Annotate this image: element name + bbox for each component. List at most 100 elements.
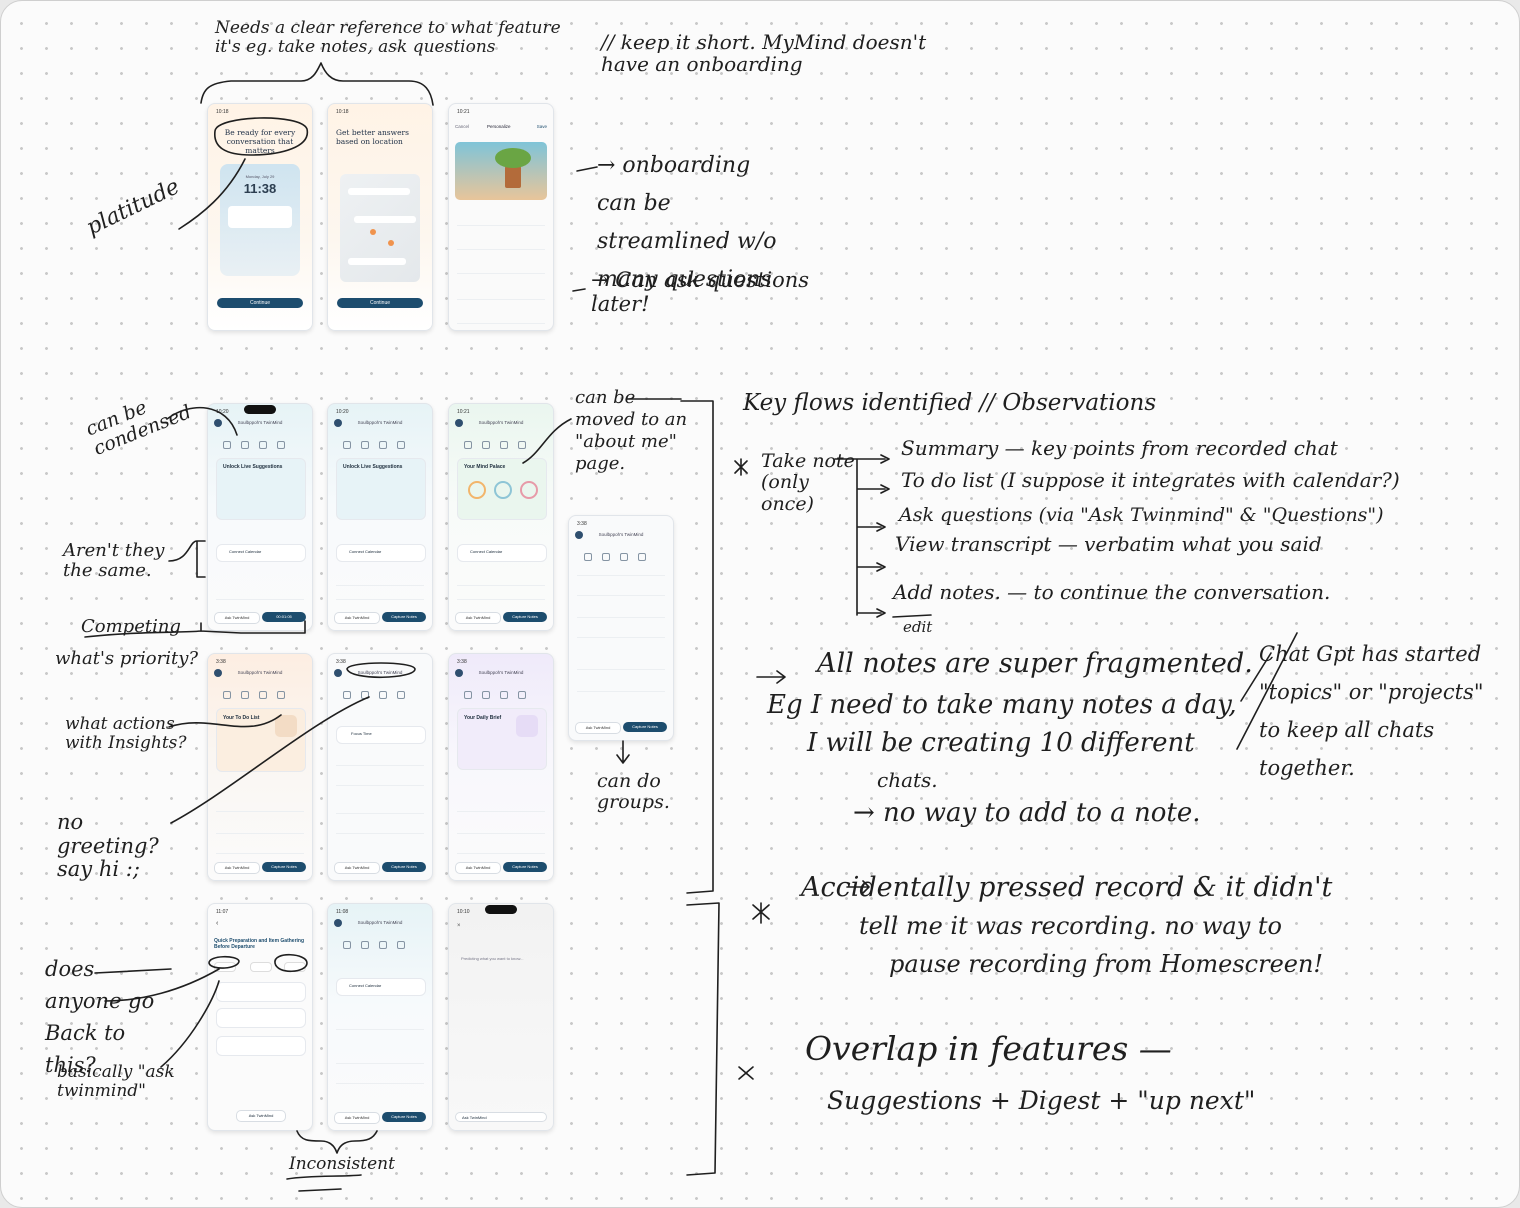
competing-underline — [84, 620, 306, 638]
ask-button[interactable]: Ask TwinMind — [334, 612, 380, 624]
inconsistent-brace — [296, 1130, 378, 1154]
capture-button[interactable]: Capture Notes — [382, 862, 426, 872]
list-item[interactable] — [216, 824, 304, 834]
star-3 — [738, 1066, 754, 1080]
form-field[interactable] — [457, 216, 545, 226]
list-item[interactable] — [457, 576, 545, 586]
card-title: Unlock Live Suggestions — [343, 464, 403, 470]
bottom-actions: Ask TwinMind Capture Notes — [455, 612, 547, 624]
capture-button[interactable]: Capture Notes — [623, 722, 667, 732]
list-item[interactable] — [336, 824, 424, 834]
list-item[interactable] — [336, 804, 424, 814]
card-title: Unlock Live Suggestions — [223, 464, 283, 470]
list-item[interactable] — [577, 608, 665, 618]
note-greeting: no greeting? say hi :; — [57, 810, 159, 882]
form-field[interactable] — [457, 240, 545, 250]
list-item[interactable] — [336, 776, 424, 786]
status-time: 10:10 — [457, 909, 470, 915]
continue-button[interactable]: Continue — [217, 298, 303, 308]
avatar[interactable] — [214, 419, 222, 427]
mock-date: Monday, July 29 — [245, 174, 275, 179]
form-field[interactable] — [457, 290, 545, 300]
list-item[interactable] — [216, 590, 304, 600]
lower-bracket — [686, 902, 720, 1176]
list-item[interactable] — [457, 844, 545, 854]
ask-button[interactable]: Ask TwinMind — [236, 1110, 286, 1122]
avatar[interactable] — [575, 531, 583, 539]
status-time: 10:21 — [457, 109, 470, 115]
feature-tabs[interactable] — [218, 686, 302, 699]
list-item[interactable] — [577, 682, 665, 692]
save-link[interactable]: Save — [536, 124, 547, 129]
next-card[interactable]: Connect Calendar — [216, 544, 306, 562]
key-flow-bracket — [680, 400, 714, 894]
capture-button[interactable]: Capture Notes — [503, 862, 547, 872]
list-item[interactable] — [336, 1074, 424, 1084]
flow-ask: Ask questions (via "Ask Twinmind" & "Que… — [899, 504, 1384, 526]
dynamic-island — [485, 905, 517, 914]
onboarding-screen-3: 10:21 Cancel Personalize Save — [448, 103, 554, 331]
todo-screen: 3:38 Soulbppoh's TwinMind Your To Do Lis… — [207, 653, 313, 881]
ask-button[interactable]: Ask TwinMind — [455, 612, 501, 624]
list-item[interactable] — [336, 576, 424, 586]
list-item[interactable] — [577, 660, 665, 670]
ask-button[interactable]: Ask TwinMind — [455, 862, 501, 874]
list-item[interactable] — [336, 1020, 424, 1030]
capture-button[interactable]: Capture Notes — [382, 1112, 426, 1122]
next-card[interactable]: Connect Calendar — [336, 544, 426, 562]
capture-button[interactable]: Capture Notes — [382, 612, 426, 622]
list-item[interactable] — [336, 590, 424, 600]
list-item[interactable] — [457, 824, 545, 834]
recording-button[interactable]: 00:01:05 — [262, 612, 306, 622]
next-card[interactable]: Connect Calendar — [336, 978, 426, 996]
list-item[interactable] — [336, 1054, 424, 1064]
cancel-link[interactable]: Cancel — [455, 124, 470, 129]
ask-button[interactable]: Ask TwinMind — [334, 1112, 380, 1124]
capture-button[interactable]: Capture Notes — [262, 862, 306, 872]
next-card[interactable]: Connect Calendar — [457, 544, 547, 562]
list-item[interactable] — [577, 628, 665, 638]
avatar[interactable] — [455, 669, 463, 677]
continue-button[interactable]: Continue — [337, 298, 423, 308]
ask-button[interactable]: Ask TwinMind — [575, 722, 621, 734]
list-item[interactable] — [216, 844, 304, 854]
ask-button[interactable]: Ask TwinMind — [214, 612, 260, 624]
form-field[interactable] — [457, 264, 545, 274]
detail-card[interactable] — [216, 1008, 306, 1028]
avatar[interactable] — [214, 669, 222, 677]
capture-button[interactable]: Capture Notes — [503, 612, 547, 622]
card-title: Your Daily Brief — [464, 715, 502, 721]
plant-illustration — [455, 142, 547, 200]
ask-button[interactable]: Ask TwinMind — [214, 862, 260, 874]
anyone-oval-2 — [274, 953, 308, 973]
avatar[interactable] — [455, 419, 463, 427]
ask-button[interactable]: Ask TwinMind — [334, 862, 380, 874]
feature-tabs[interactable] — [579, 548, 663, 561]
list-item[interactable] — [577, 566, 665, 576]
detail-card[interactable] — [216, 1036, 306, 1056]
list-item[interactable] — [577, 586, 665, 596]
flow-transcript: View transcript — verbatim what you said — [895, 532, 1322, 556]
flow-arrowheads — [876, 454, 890, 618]
feature-tabs[interactable] — [338, 436, 422, 449]
back-icon[interactable]: ‹ — [216, 920, 219, 927]
avatar[interactable] — [334, 919, 342, 927]
form-field[interactable] — [457, 314, 545, 324]
focus-card[interactable]: Focus Time — [336, 726, 426, 744]
obs-eg-2: I will be creating 10 different — [807, 728, 1195, 758]
feature-tabs[interactable] — [218, 436, 302, 449]
detail-card[interactable] — [216, 982, 306, 1002]
avatar[interactable] — [334, 419, 342, 427]
feature-tabs[interactable] — [459, 436, 543, 449]
status-time: 3:38 — [457, 659, 467, 665]
ask-input[interactable]: Ask TwinMind — [455, 1112, 547, 1122]
list-item[interactable] — [457, 802, 545, 812]
feature-tabs[interactable] — [459, 686, 543, 699]
groups-screen: 3:38 Soulbppoh's TwinMind Ask TwinMind C… — [568, 515, 674, 741]
avatar[interactable] — [334, 669, 342, 677]
list-item[interactable] — [336, 756, 424, 766]
close-icon[interactable]: × — [457, 923, 461, 929]
feature-tabs[interactable] — [338, 936, 422, 949]
list-item[interactable] — [216, 802, 304, 812]
list-item[interactable] — [457, 590, 545, 600]
